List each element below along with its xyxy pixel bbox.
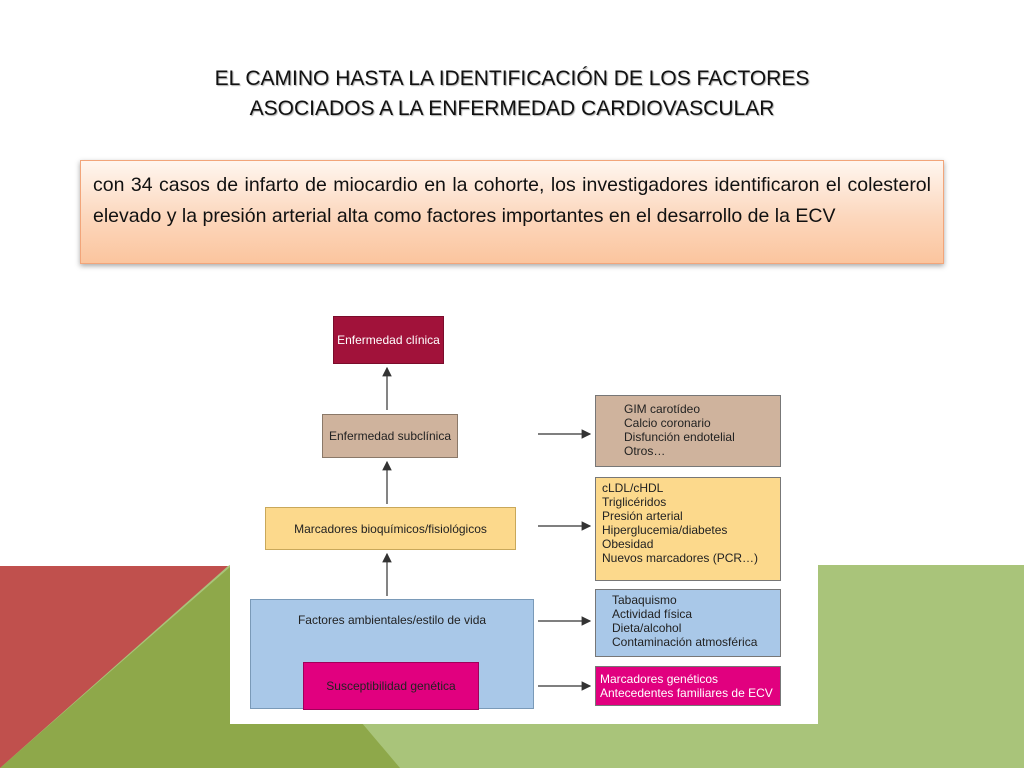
risk-factor-diagram: Enfermedad clínica Enfermedad subclínica…	[230, 300, 818, 724]
biomarkers-list: cLDL/cHDL Triglicéridos Presión arterial…	[595, 477, 781, 581]
diagram-arrows	[382, 366, 592, 691]
list-item: Dieta/alcohol	[612, 621, 682, 635]
list-item: cLDL/cHDL	[602, 481, 664, 495]
list-item: Tabaquismo	[612, 593, 677, 607]
title-line-2: ASOCIADOS A LA ENFERMEDAD CARDIOVASCULAR	[249, 97, 775, 120]
clinical-disease-box: Enfermedad clínica	[333, 316, 444, 364]
biomarkers-box: Marcadores bioquímicos/fisiológicos	[265, 507, 516, 550]
list-item: Marcadores genéticos	[600, 672, 719, 686]
list-item: Obesidad	[602, 537, 654, 551]
list-item: Antecedentes familiares de ECV	[600, 686, 773, 700]
environment-factors-list: Tabaquismo Actividad física Dieta/alcoho…	[595, 589, 781, 657]
list-item: Triglicéridos	[602, 495, 667, 509]
list-item: Otros…	[624, 444, 666, 458]
list-item: Calcio coronario	[624, 416, 711, 430]
genetic-markers-list: Marcadores genéticos Antecedentes famili…	[595, 666, 781, 706]
genetic-susceptibility-box: Susceptibilidad genética	[303, 662, 479, 710]
environment-label: Factores ambientales/estilo de vida	[297, 613, 487, 627]
title-line-1: EL CAMINO HASTA LA IDENTIFICACIÓN DE LOS…	[214, 67, 810, 90]
list-item: Contaminación atmosférica	[612, 635, 758, 649]
list-item: Actividad física	[612, 607, 693, 621]
page-title: EL CAMINO HASTA LA IDENTIFICACIÓN DE LOS…	[112, 64, 912, 124]
list-item: Hiperglucemia/diabetes	[602, 523, 728, 537]
decor-red-triangle	[0, 566, 228, 768]
subclinical-markers-list: GIM carotídeo Calcio coronario Disfunció…	[595, 395, 781, 467]
list-item: GIM carotídeo	[624, 402, 701, 416]
callout-text: con 34 casos de infarto de miocardio en …	[80, 160, 944, 264]
list-item: Presión arterial	[602, 509, 683, 523]
list-item: Disfunción endotelial	[624, 430, 735, 444]
list-item: Nuevos marcadores (PCR…)	[602, 551, 759, 565]
subclinical-disease-box: Enfermedad subclínica	[322, 414, 458, 458]
